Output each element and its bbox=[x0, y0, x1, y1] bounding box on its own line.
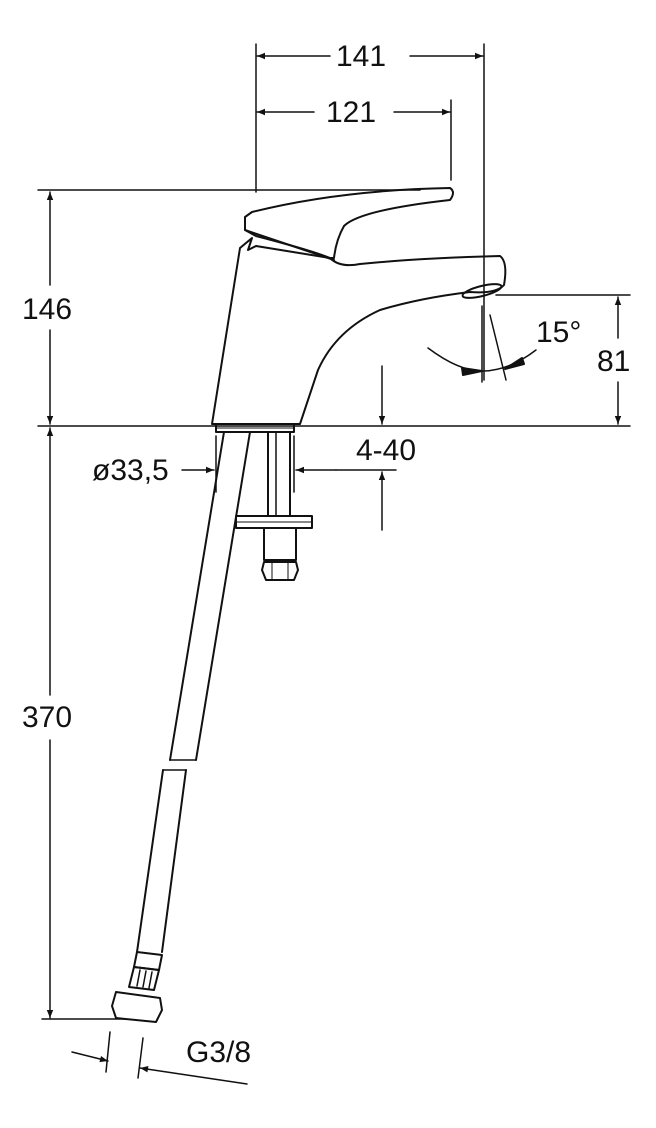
dimension-total-height: 146 bbox=[22, 293, 73, 326]
dimension-spout-height: 81 bbox=[597, 345, 631, 378]
dimension-spout-angle: 15° bbox=[536, 316, 582, 349]
dimension-handle-depth: 121 bbox=[326, 96, 377, 129]
dimension-overall-depth: 141 bbox=[336, 40, 387, 73]
dimension-hose-length: 370 bbox=[22, 701, 73, 734]
dimension-body-diameter: ø33,5 bbox=[92, 454, 169, 487]
dimension-connection-thread: G3/8 bbox=[186, 1036, 252, 1069]
dimension-deck-thickness: 4-40 bbox=[356, 434, 417, 467]
